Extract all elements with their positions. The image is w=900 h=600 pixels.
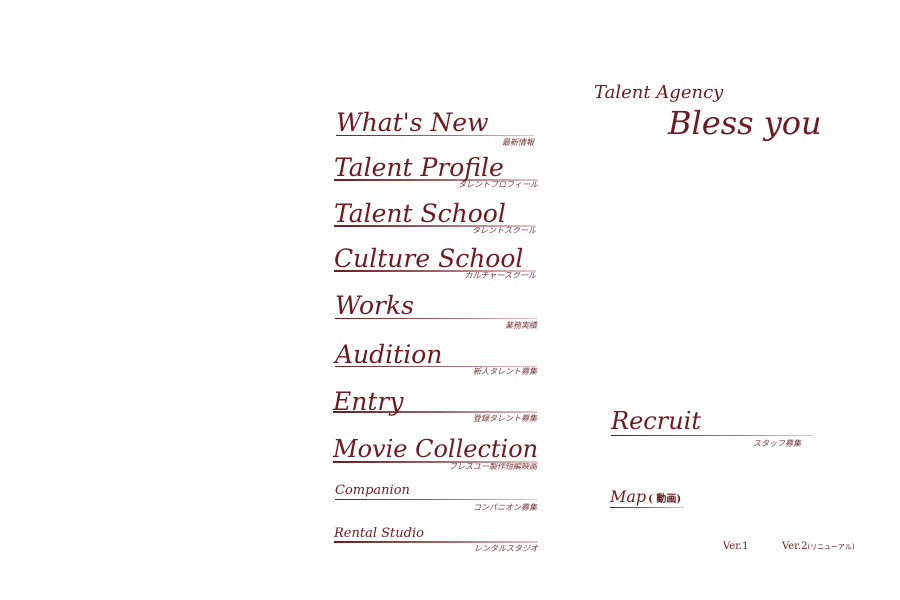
menu-item-subtitle: 業務実績 xyxy=(505,321,537,330)
menu-item-subtitle: タレントスクール xyxy=(472,226,536,235)
version-2-link[interactable]: Ver.2(リニューアル) xyxy=(782,541,855,552)
menu-item-label: Talent Profile xyxy=(334,153,504,182)
version-1-link[interactable]: Ver.1 xyxy=(723,541,749,552)
menu-item-underline xyxy=(334,541,538,543)
menu-item-subtitle: ブレスユー製作短編映画 xyxy=(449,462,537,471)
menu-item-subtitle: スタッフ募集 xyxy=(753,439,801,448)
menu-item-label: Recruit xyxy=(611,407,701,435)
menu-item-culture-school[interactable]: Culture School カルチャースクール xyxy=(334,246,538,286)
menu-item-subtitle: 最新情報 xyxy=(502,138,534,147)
menu-item-talent-profile[interactable]: Talent Profile タレントプロフィール xyxy=(334,155,540,195)
menu-item-label: Culture School xyxy=(334,244,524,273)
menu-item-label: Entry xyxy=(333,387,404,416)
menu-item-label: Companion xyxy=(335,483,410,498)
brand-tagline: Talent Agency xyxy=(594,82,724,103)
menu-item-audition[interactable]: Audition 新人タレント募集 xyxy=(335,342,539,382)
map-video-label: ( 動画) xyxy=(648,494,682,505)
version-2-note: (リニューアル) xyxy=(807,543,855,551)
menu-item-label: Movie Collection xyxy=(333,435,539,463)
menu-item-underline xyxy=(333,461,537,463)
menu-item-underline xyxy=(335,366,537,367)
menu-item-underline xyxy=(334,270,536,272)
brand-name: Bless you xyxy=(668,104,822,142)
menu-item-underline xyxy=(333,411,537,413)
menu-item-underline xyxy=(611,435,813,436)
menu-item-underline xyxy=(335,318,537,319)
menu-item-subtitle: カルチャースクール xyxy=(464,271,536,280)
menu-item-subtitle: 新人タレント募集 xyxy=(473,367,537,376)
menu-item-underline xyxy=(610,507,684,508)
menu-item-works[interactable]: Works 業務実績 xyxy=(335,293,539,333)
menu-item-subtitle: コンパニオン募集 xyxy=(473,503,537,512)
menu-item-companion[interactable]: Companion コンパニオン募集 xyxy=(335,484,539,516)
menu-item-label: Rental Studio xyxy=(334,526,424,541)
version-2-label: Ver.2 xyxy=(782,541,808,552)
menu-item-label: Works xyxy=(335,291,414,320)
menu-item-rental-studio[interactable]: Rental Studio レンタルスタジオ xyxy=(334,527,540,559)
menu-item-talent-school[interactable]: Talent School タレントスクール xyxy=(334,201,538,241)
menu-item-underline xyxy=(335,499,537,500)
menu-item-entry[interactable]: Entry 登録タレント募集 xyxy=(333,389,539,429)
menu-item-whats-new[interactable]: What's New 最新情報 xyxy=(336,110,536,152)
menu-item-label: Map( 動画) xyxy=(610,489,700,505)
menu-item-underline xyxy=(334,179,538,181)
menu-item-map[interactable]: Map( 動画) xyxy=(610,489,700,513)
map-label: Map xyxy=(610,487,647,506)
menu-item-underline xyxy=(334,225,536,227)
menu-item-label: Audition xyxy=(335,340,443,369)
menu-item-recruit[interactable]: Recruit スタッフ募集 xyxy=(611,409,815,451)
menu-item-subtitle: タレントプロフィール xyxy=(458,180,538,189)
menu-item-movie-collection[interactable]: Movie Collection ブレスユー製作短編映画 xyxy=(333,437,539,477)
menu-item-label: What's New xyxy=(336,108,489,137)
menu-item-label: Talent School xyxy=(334,199,506,228)
menu-item-subtitle: レンタルスタジオ xyxy=(474,544,538,553)
menu-item-subtitle: 登録タレント募集 xyxy=(473,414,537,423)
menu-item-underline xyxy=(336,135,534,136)
